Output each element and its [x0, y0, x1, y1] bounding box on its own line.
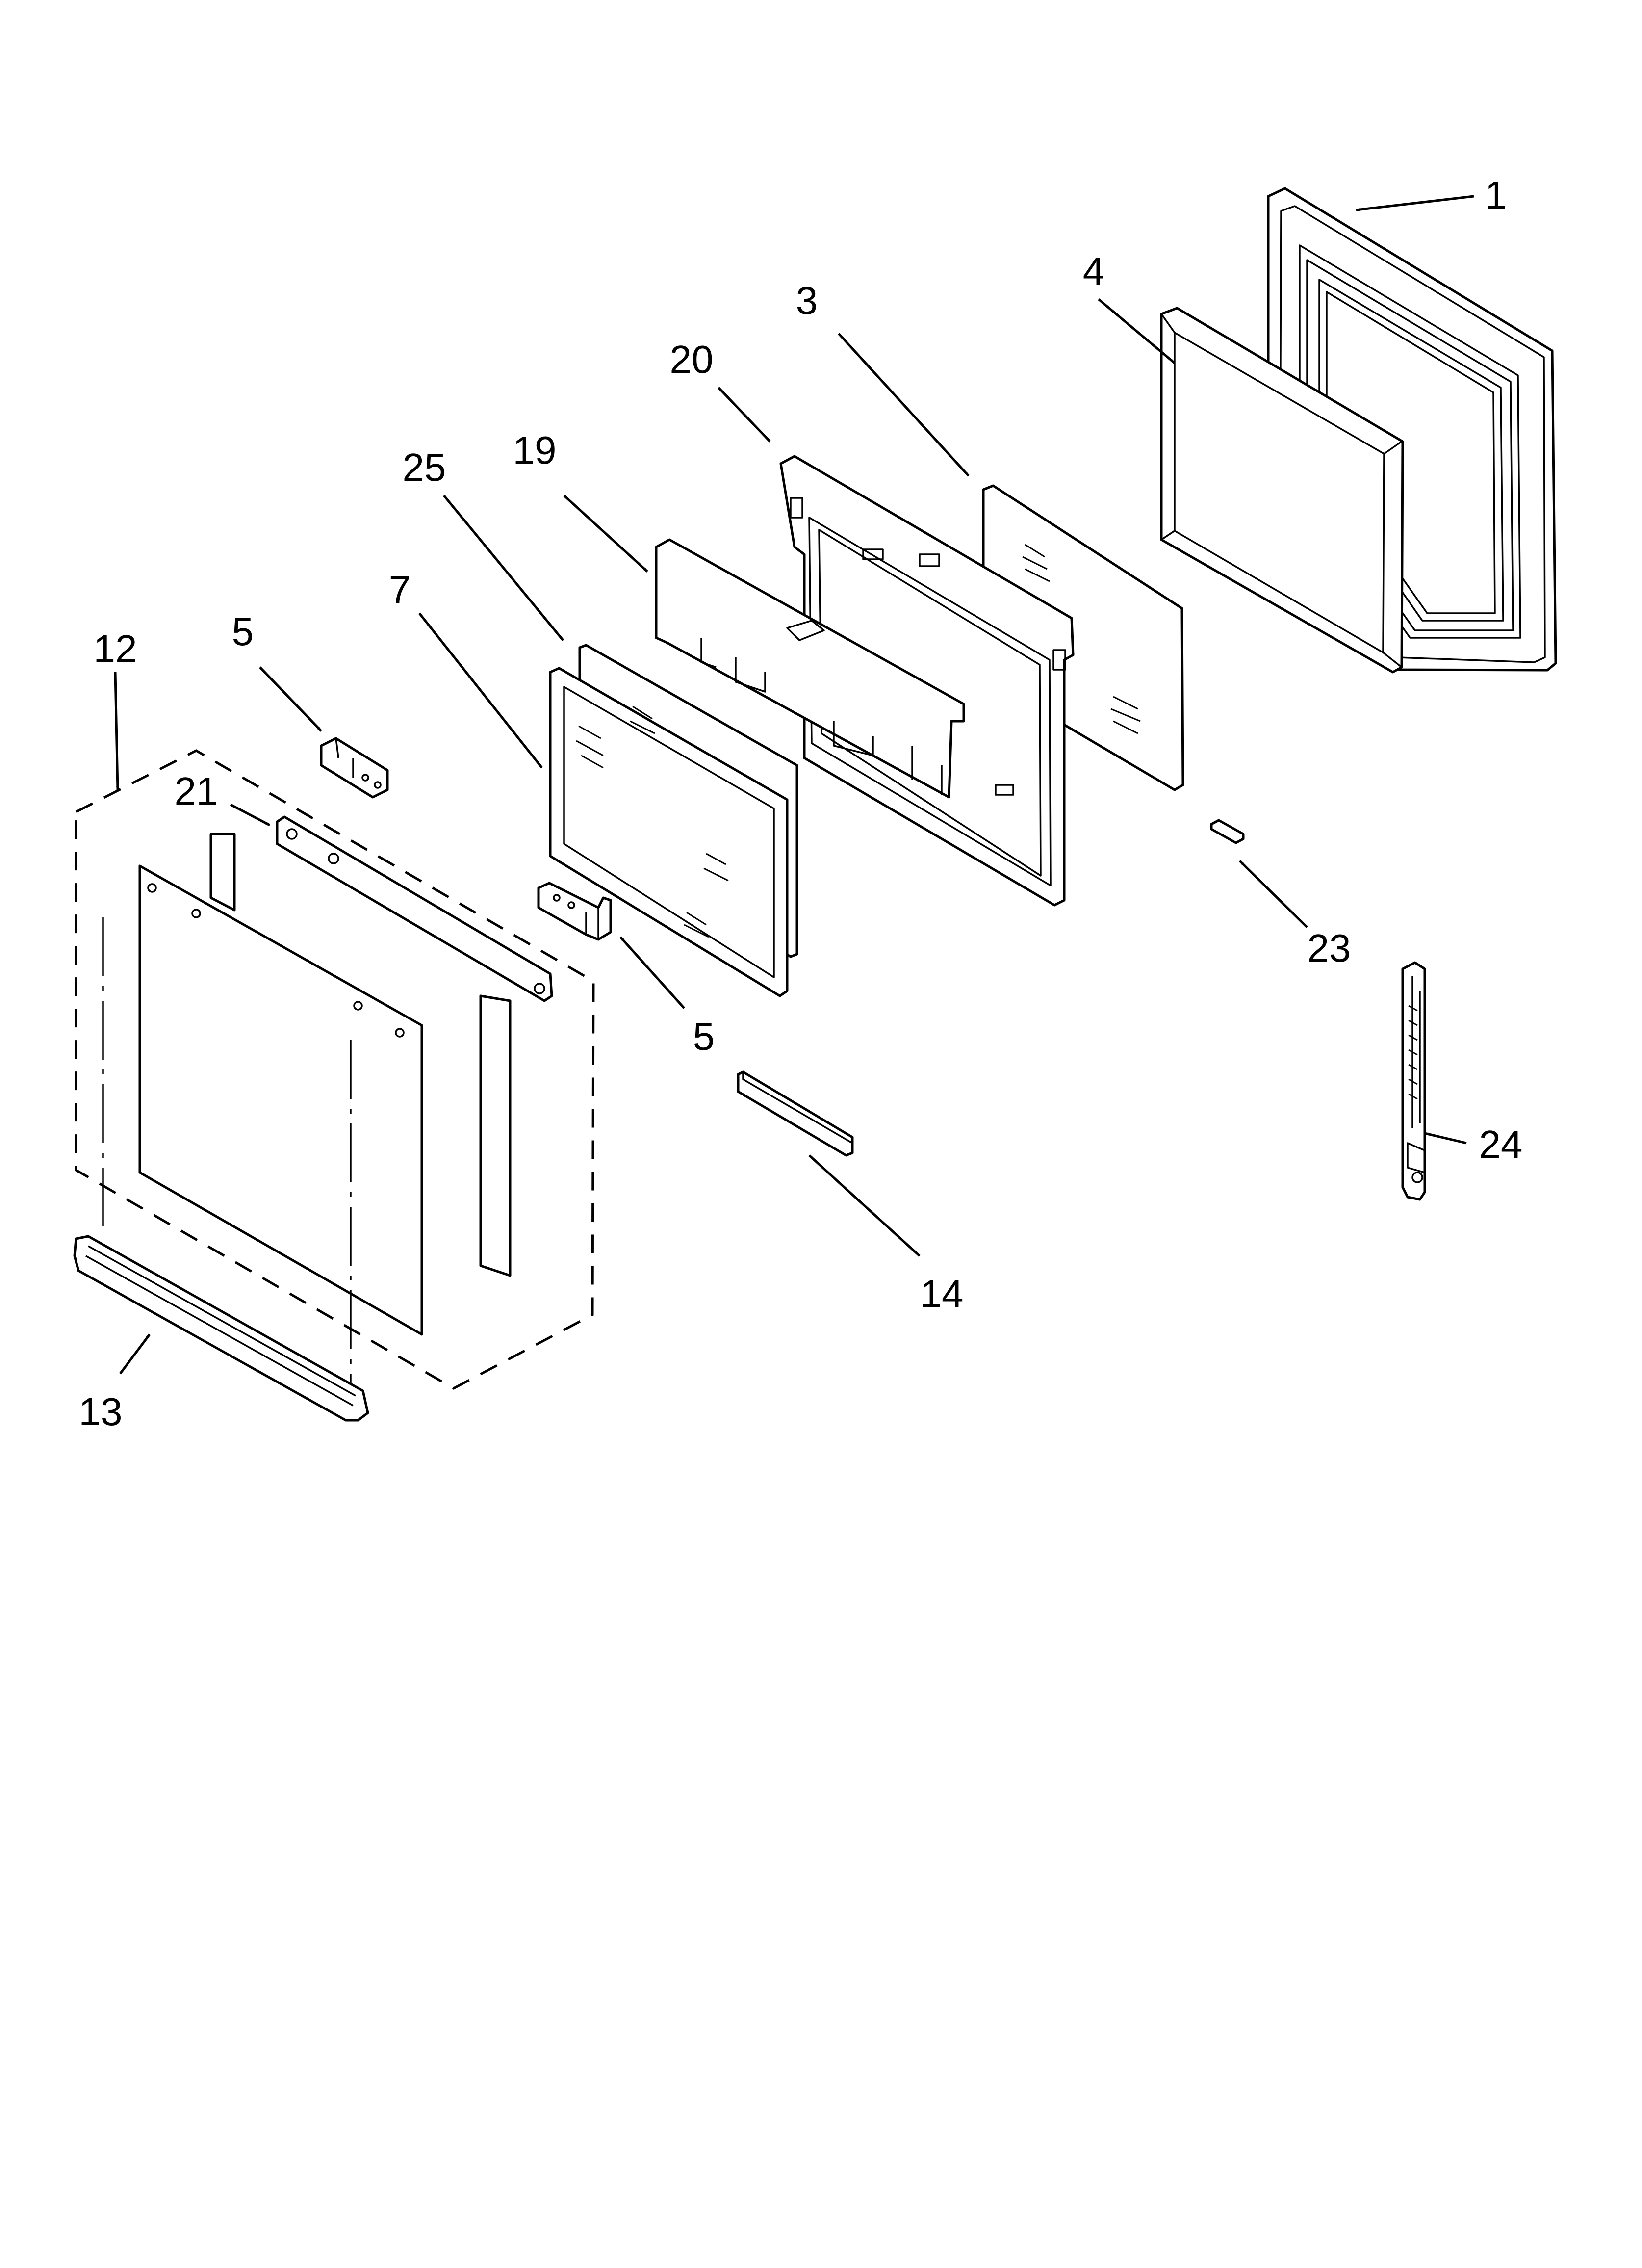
part-24-door-hinge	[1401, 961, 1426, 1201]
part-14-vent-trim	[737, 1070, 854, 1157]
callout-19: 19	[513, 428, 557, 472]
callout-25: 25	[403, 445, 446, 489]
callout-5-lower: 5	[693, 1015, 715, 1058]
part-20-door-liner	[779, 455, 1075, 907]
leader-lines	[114, 195, 1474, 1375]
callout-20: 20	[670, 338, 714, 381]
alignment-lines	[102, 917, 352, 1383]
part-13-door-handle-trim	[73, 1235, 369, 1422]
part-23-clip	[1210, 819, 1245, 844]
part-7-glass-pack	[549, 667, 789, 997]
callout-21: 21	[175, 769, 218, 813]
part-19-heat-shield	[655, 538, 965, 799]
callout-23: 23	[1308, 926, 1351, 970]
callout-1: 1	[1485, 173, 1507, 217]
part-5-hinge-bracket-upper	[320, 737, 389, 799]
callout-12: 12	[94, 627, 137, 671]
part-12-door-assembly-outline	[75, 749, 595, 1390]
callout-24: 24	[1479, 1122, 1523, 1166]
part-4-door-frame	[1160, 307, 1404, 674]
callout-13: 13	[79, 1390, 123, 1434]
callout-4: 4	[1083, 249, 1105, 293]
callout-7: 7	[389, 568, 411, 612]
callout-3: 3	[796, 279, 818, 322]
part-5-hinge-bracket-lower	[537, 882, 612, 941]
callout-labels: 1 4 3 20 19 25 7 5 12 21 5 23 24 14 13	[79, 173, 1523, 1434]
callout-5-upper: 5	[232, 610, 254, 653]
part-12-front-glass	[138, 833, 512, 1336]
callout-14: 14	[920, 1272, 964, 1316]
part-21-hinge-strip	[276, 815, 553, 1002]
